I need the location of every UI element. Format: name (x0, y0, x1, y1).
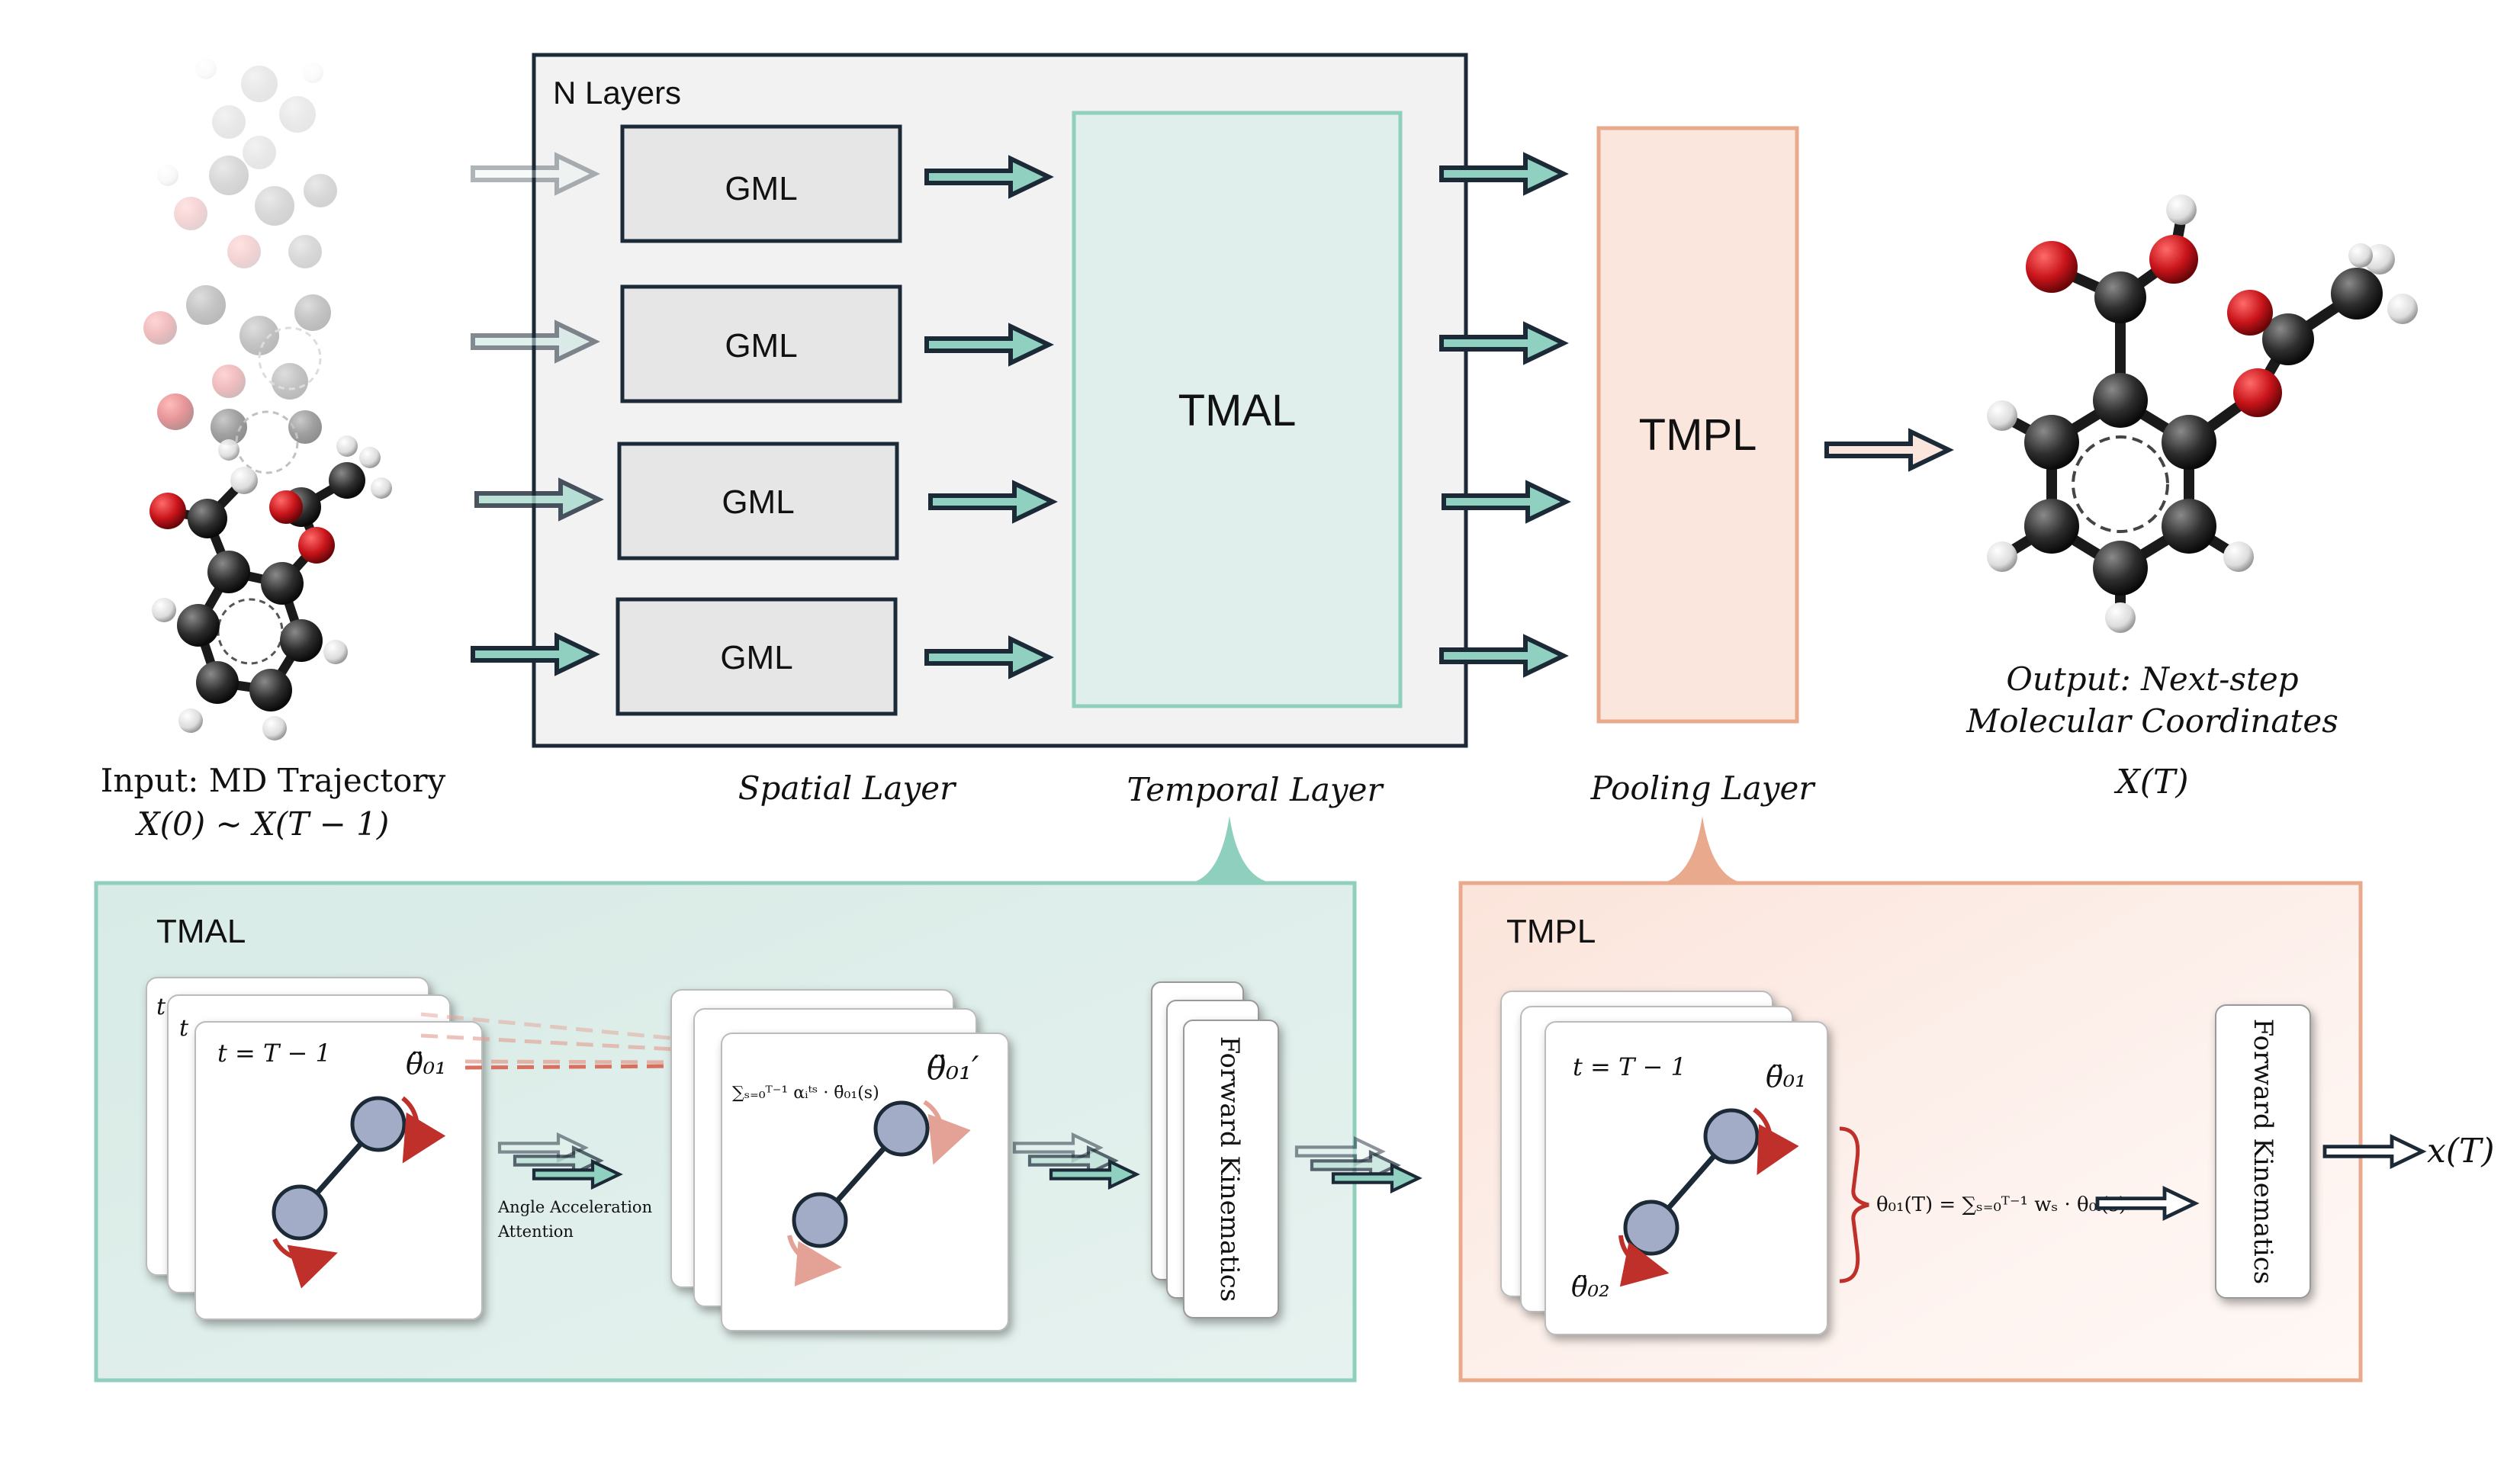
final-output-label: x(T) (2427, 1132, 2495, 1171)
gml-label: GML (722, 483, 794, 521)
output-molecule (1987, 194, 2418, 633)
tmal-block-label: TMAL (1178, 386, 1297, 435)
output-label-line1: Output: Next-step (2006, 660, 2298, 698)
gml-block-4: GML (616, 597, 898, 716)
theta-prime-label: θ̈₀₁′ (927, 1049, 979, 1087)
pooling-brace (1839, 1126, 1869, 1283)
input-label-line1: Input: MD Trajectory (101, 762, 446, 799)
tmal-block (1072, 111, 1403, 708)
tmpl-panel-callout (1661, 816, 1744, 883)
card-time-back: t (156, 994, 166, 1020)
tmpl-card-time-label: t = T − 1 (1573, 1052, 1686, 1081)
tmpl-panel-title: TMPL (1506, 913, 1596, 950)
attention-sum-formula: ∑ₛ₌₀ᵀ⁻¹ αᵢᵗˢ · θ̈₀₁(s) (732, 1084, 879, 1103)
gml-label: GML (725, 327, 797, 365)
tmpl-theta-bottom: θ̈₀₂ (1571, 1272, 1610, 1303)
pooling-layer-caption: Pooling Layer (1590, 769, 1817, 807)
forward-kinematics-label: Forward Kinematics (1214, 1036, 1245, 1302)
input-label-line2: X(0) ~ X(T − 1) (135, 805, 390, 843)
attention-label-line2: Attention (497, 1222, 574, 1241)
tmal-output-card-stack: ∑ₛ₌₀ᵀ⁻¹ αᵢᵗˢ · θ̈₀₁(s) θ̈₀₁′ (670, 989, 1009, 1331)
spatial-layer-caption: Spatial Layer (738, 769, 957, 807)
temporal-layer-caption: Temporal Layer (1127, 771, 1384, 808)
tmpl-theta-top: θ̈₀₁ (1766, 1060, 1806, 1094)
input-molecule-trajectory (143, 58, 392, 740)
tmpl-card-stack: t = T − 1 θ̈₀₁ θ̈₀₂ (1500, 991, 1828, 1335)
tmpl-block-label: TMPL (1639, 410, 1757, 460)
gml-label: GML (720, 639, 792, 676)
tmal-panel-title: TMAL (156, 913, 246, 950)
tmal-forward-kinematics: Forward Kinematics (1151, 981, 1279, 1318)
gml-block-1: GML (620, 124, 902, 243)
card-time-back: t (179, 1015, 189, 1042)
gml-block-2: GML (620, 284, 902, 403)
theta-acc-label: θ̈₀₁ (406, 1047, 446, 1081)
tmpl-to-output-arrow (1827, 432, 1949, 468)
tmpl-forward-kinematics: Forward Kinematics (2215, 1004, 2311, 1299)
attention-label-line1: Angle Acceleration (497, 1198, 652, 1216)
n-layers-label: N Layers (553, 75, 681, 111)
tmal-panel-callout (1190, 816, 1272, 883)
tmal-input-card-stack: t t t = T − 1 θ̈₀₁ (146, 977, 483, 1320)
forward-kinematics-label: Forward Kinematics (2248, 1019, 2278, 1284)
gml-label: GML (725, 170, 797, 207)
gml-block-3: GML (617, 442, 899, 560)
output-label-line3: X(T) (2113, 763, 2188, 801)
card-time-label: t = T − 1 (217, 1039, 331, 1068)
output-label-line2: Molecular Coordinates (1966, 702, 2338, 740)
tmpl-block (1596, 126, 1799, 724)
pooling-formula: θ₀₁(T) = ∑ₛ₌₀ᵀ⁻¹ wₛ · θ₀ᵢ(s) (1876, 1193, 2126, 1216)
